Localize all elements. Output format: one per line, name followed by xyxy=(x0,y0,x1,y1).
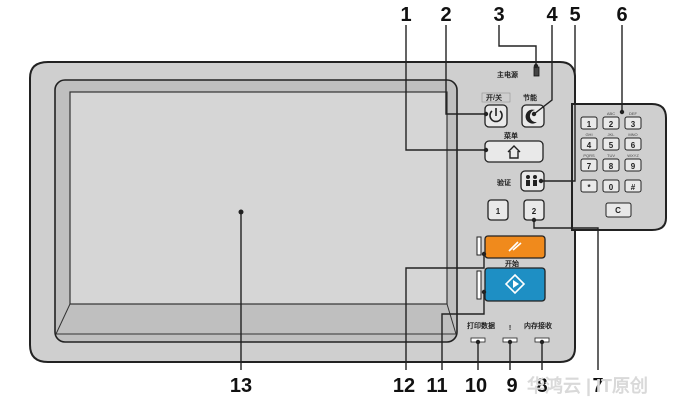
power-label-bar xyxy=(481,92,511,103)
keypad-key-10[interactable]: 0 xyxy=(602,179,620,193)
keypad-key-letters: PQRS xyxy=(583,153,595,158)
keypad-key-letters: DEF xyxy=(629,111,638,116)
callout-3: 3 xyxy=(493,4,504,26)
callout-13: 13 xyxy=(230,375,252,397)
clear-key[interactable]: C xyxy=(605,202,632,218)
callout-8: 8 xyxy=(536,375,547,397)
start-indicator-bar xyxy=(476,270,482,300)
start-diamond-icon xyxy=(504,273,526,295)
callout-10: 10 xyxy=(465,375,487,397)
leader-2 xyxy=(445,25,486,115)
preset-key-1[interactable]: 1 xyxy=(487,199,509,221)
callout-5: 5 xyxy=(569,4,580,26)
keypad-key-letters: ABC xyxy=(607,111,615,116)
auth-icon xyxy=(526,175,537,186)
keypad-key-0[interactable]: 1 xyxy=(580,116,598,130)
start-button[interactable] xyxy=(484,267,546,302)
keypad-key-label: 0 xyxy=(609,183,614,192)
keypad-key-label: 3 xyxy=(631,120,636,129)
keypad-key-label: 7 xyxy=(587,162,592,171)
leader-11 xyxy=(441,292,485,370)
leader-1 xyxy=(405,25,486,151)
keypad-key-11[interactable]: # xyxy=(624,179,642,193)
leader-5 xyxy=(541,25,576,182)
auth-button-label: 验证 xyxy=(497,178,511,187)
keypad-key-7[interactable]: 8 TUV xyxy=(602,153,620,172)
keypad-key-4[interactable]: 5 JKL xyxy=(602,132,620,151)
callout-4: 4 xyxy=(546,4,558,26)
moon-icon xyxy=(525,109,537,124)
start-button-label: 开始 xyxy=(505,259,519,268)
keypad-key-label: 5 xyxy=(609,141,614,150)
power-button[interactable] xyxy=(484,104,508,128)
clear-key-label: C xyxy=(615,206,621,215)
keypad-key-label: 8 xyxy=(609,162,614,171)
main-power-label: 主电源 xyxy=(497,70,518,79)
callout-7: 7 xyxy=(592,375,603,397)
keypad-key-letters: TUV xyxy=(607,153,615,158)
keypad-key-label: 1 xyxy=(587,120,592,129)
keypad-key-label: 9 xyxy=(631,162,636,171)
auth-button[interactable] xyxy=(520,170,545,192)
callout-12: 12 xyxy=(393,375,415,397)
keypad-key-8[interactable]: 9 WXYZ xyxy=(624,153,642,172)
power-icon xyxy=(489,108,503,123)
touch-screen-bevel xyxy=(55,303,457,335)
power-button-label: 开/关 xyxy=(486,93,502,102)
preset-key-2[interactable]: 2 xyxy=(523,199,545,221)
numeric-keypad: 1 2 ABC 3 DEF 4 GHI 5 JKL 6 MNO 7 PQRS 8 TUV 9 WXYZ * 0 # xyxy=(580,111,642,193)
keypad-key-label: 6 xyxy=(631,141,636,150)
energy-saver-label: 节能 xyxy=(523,93,537,102)
keypad-key-5[interactable]: 6 MNO xyxy=(624,132,642,151)
preset-key-1-label: 1 xyxy=(496,207,501,216)
keypad-key-6[interactable]: 7 PQRS xyxy=(580,153,598,172)
callout-1: 1 xyxy=(400,4,411,26)
keypad-key-label: # xyxy=(631,183,636,192)
keypad-key-letters: MNO xyxy=(628,132,637,137)
leader-3 xyxy=(498,25,537,66)
callout-11: 11 xyxy=(426,375,447,397)
touch-screen[interactable] xyxy=(69,91,448,305)
callout-2: 2 xyxy=(440,4,451,26)
keypad-key-9[interactable]: * xyxy=(580,179,598,193)
alert-label: ! xyxy=(509,325,511,332)
leader-dots xyxy=(475,63,625,345)
stop-icon xyxy=(508,241,522,252)
print-data-label: 打印数据 xyxy=(467,321,495,330)
leader-4 xyxy=(533,25,553,115)
keypad-key-1[interactable]: 2 ABC xyxy=(602,111,620,130)
keypad-key-label: 2 xyxy=(609,120,614,129)
callout-9: 9 xyxy=(506,375,517,397)
keypad-key-3[interactable]: 4 GHI xyxy=(580,132,598,151)
memory-receive-label: 内存接收 xyxy=(524,321,553,330)
preset-key-2-label: 2 xyxy=(532,207,537,216)
stop-indicator-bar xyxy=(476,236,482,256)
leader-12 xyxy=(405,254,485,370)
keypad-key-letters: WXYZ xyxy=(627,153,639,158)
home-icon xyxy=(507,145,521,159)
menu-button[interactable] xyxy=(484,140,544,163)
keypad-key-label: 4 xyxy=(587,141,592,150)
keypad-key-letters: GHI xyxy=(585,132,592,137)
watermark: 华鸿云 | IT原创 xyxy=(527,375,648,396)
main-power-indicator xyxy=(533,66,540,77)
keypad-key-2[interactable]: 3 DEF xyxy=(624,111,642,130)
leader-lines xyxy=(240,25,623,370)
leader-7 xyxy=(533,220,599,370)
stop-button[interactable] xyxy=(484,235,546,259)
keypad-key-letters: JKL xyxy=(608,132,616,137)
menu-button-label: 菜单 xyxy=(503,131,518,140)
keypad-key-label: * xyxy=(587,183,591,192)
callout-6: 6 xyxy=(616,4,627,26)
